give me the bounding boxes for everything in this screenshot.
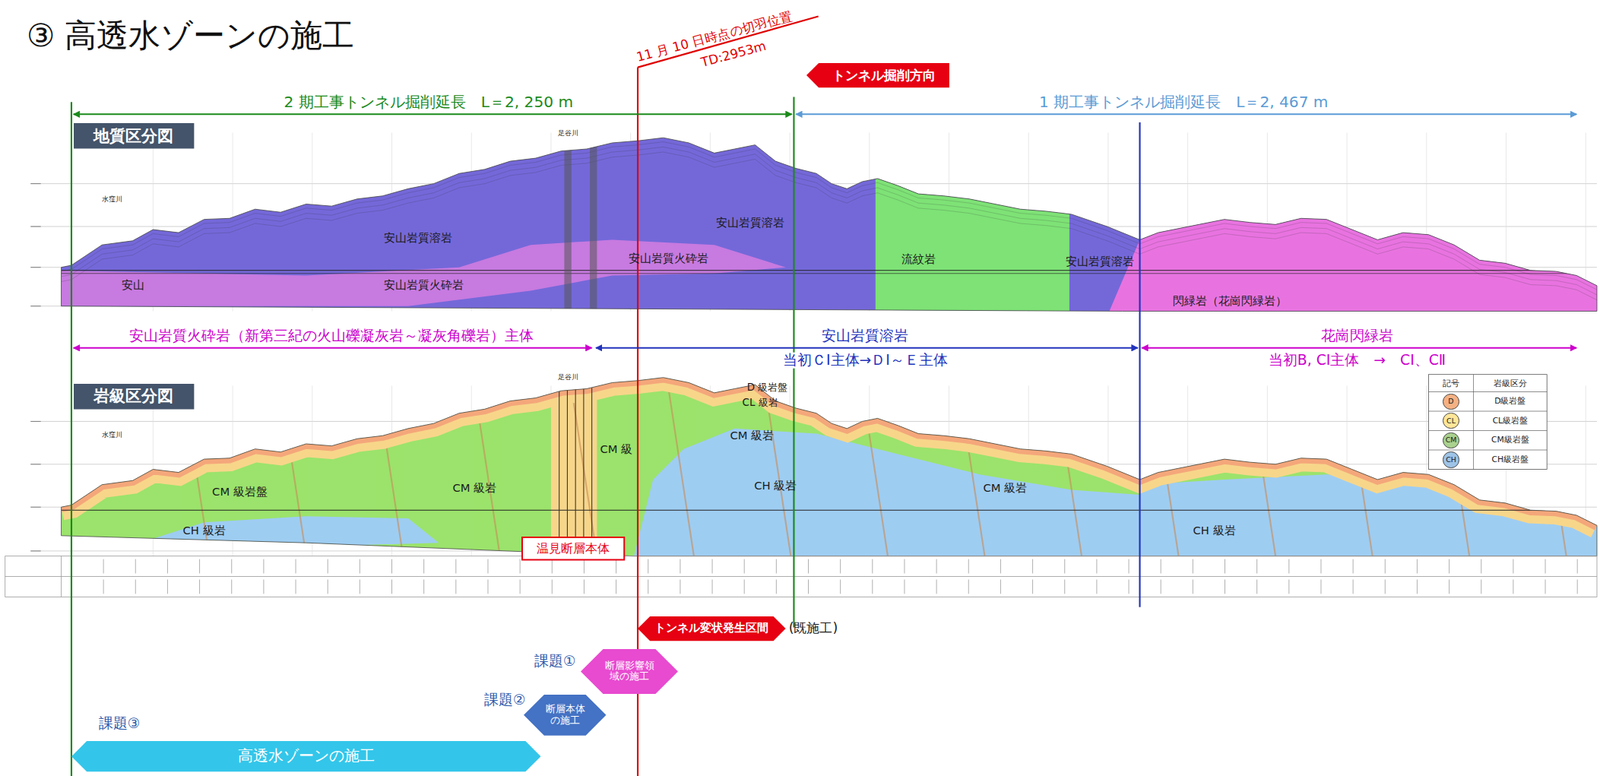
node-label: 岩級区分図	[93, 386, 174, 406]
rock-class-label: CH 級岩	[182, 524, 225, 537]
legend-table	[1428, 374, 1547, 470]
legend-text: CM級岩盤	[1491, 434, 1530, 446]
river-name: 水窪川	[101, 431, 123, 440]
geology-label: 安山	[121, 278, 145, 291]
rock-class-label: CM 級	[599, 443, 633, 456]
river-name: 水窪川	[101, 196, 123, 204]
length-dimension: 2 期工事トンネル掘削延長 L＝2, 250 m	[284, 93, 574, 111]
fault-callout: 温見断層本体	[522, 537, 625, 561]
rock-class-label: CH 級岩	[1192, 524, 1236, 537]
rock-class-label: D 級岩盤	[747, 382, 789, 394]
geology-section	[56, 101, 1600, 317]
node-label: 地質区分図	[93, 126, 174, 146]
node-label: 温見断層本体	[536, 541, 610, 557]
geology-label: 安山岩質溶岩	[383, 231, 453, 244]
node-label: 断層影響領域の施工	[604, 660, 656, 683]
legend-text: D級岩盤	[1494, 396, 1526, 407]
zone-heading: 安山岩質溶岩	[819, 327, 911, 344]
rock-class-label: CM 級岩	[452, 481, 497, 495]
rock-class-section	[56, 357, 1600, 561]
river-name: 足谷川	[557, 373, 579, 382]
geology-label: 閃緑岩（花崗閃緑岩）	[1172, 294, 1287, 308]
rock-class-label: CM 級岩	[982, 481, 1027, 495]
task-arrow: 断層影響領域の施工	[580, 649, 679, 694]
legend-header: 岩級区分	[1493, 379, 1528, 389]
river-name: 足谷川	[557, 129, 579, 138]
legend-symbol: D	[1447, 397, 1454, 406]
zone-note: 当初B, CⅠ主体 → CⅠ、CⅡ	[1266, 352, 1448, 369]
page-title: ③ 高透水ゾーンの施工	[26, 14, 355, 58]
task-number: 課題①	[534, 653, 577, 670]
geology-label: 安山岩質溶岩	[716, 216, 785, 229]
task-arrow: 断層本体の施工	[523, 694, 606, 736]
geology-label: 流紋岩	[901, 253, 936, 266]
legend-symbol: CH	[1445, 456, 1457, 464]
task-number: 課題②	[484, 692, 526, 709]
panel-heading: 岩級区分図	[73, 383, 194, 410]
zone-note: 当初ＣⅠ主体→ＤⅠ～Ｅ主体	[780, 352, 951, 369]
zone-heading: 花崗閃緑岩	[1318, 327, 1396, 344]
geology-label: 安山岩質火砕岩	[383, 278, 464, 291]
geology-label: 安山岩質火砕岩	[628, 252, 709, 265]
task-number: 課題③	[98, 715, 141, 732]
rock-class-label: CM 級岩	[730, 429, 775, 442]
legend-header: 記号	[1442, 379, 1460, 389]
panel-heading: 地質区分図	[73, 123, 194, 149]
task-arrow: 高透水ゾーンの施工	[71, 741, 542, 772]
legend-symbol: CL	[1446, 417, 1456, 425]
node-label: トンネル変状発生区間	[654, 621, 769, 636]
node-label: 断層本体の施工	[544, 703, 587, 726]
legend-symbol: CM	[1445, 436, 1458, 444]
zone-heading: 安山岩質火砕岩（新第三紀の火山礫凝灰岩～凝灰角礫岩）主体	[126, 327, 536, 344]
node-label: 高透水ゾーンの施工	[237, 747, 375, 765]
direction-arrow: トンネル掘削方向	[806, 63, 950, 88]
rock-class-label: CM 級岩盤	[212, 485, 268, 498]
rock-class-label: CH 級岩	[754, 479, 797, 492]
guide-lines	[71, 15, 1577, 776]
station-table	[5, 556, 1597, 598]
node-label: トンネル掘削方向	[832, 67, 936, 83]
rock-class-label: CL 級岩	[742, 397, 779, 409]
legend-text: CH級岩盤	[1492, 454, 1530, 466]
section-arrow: トンネル変状発生区間	[637, 616, 786, 641]
length-dimension: 1 期工事トンネル掘削延長 L＝2, 467 m	[1039, 93, 1328, 111]
geology-label: 安山岩質溶岩	[1065, 255, 1135, 268]
legend-text: CL級岩盤	[1492, 415, 1528, 427]
status-note: (既施工)	[788, 620, 839, 636]
